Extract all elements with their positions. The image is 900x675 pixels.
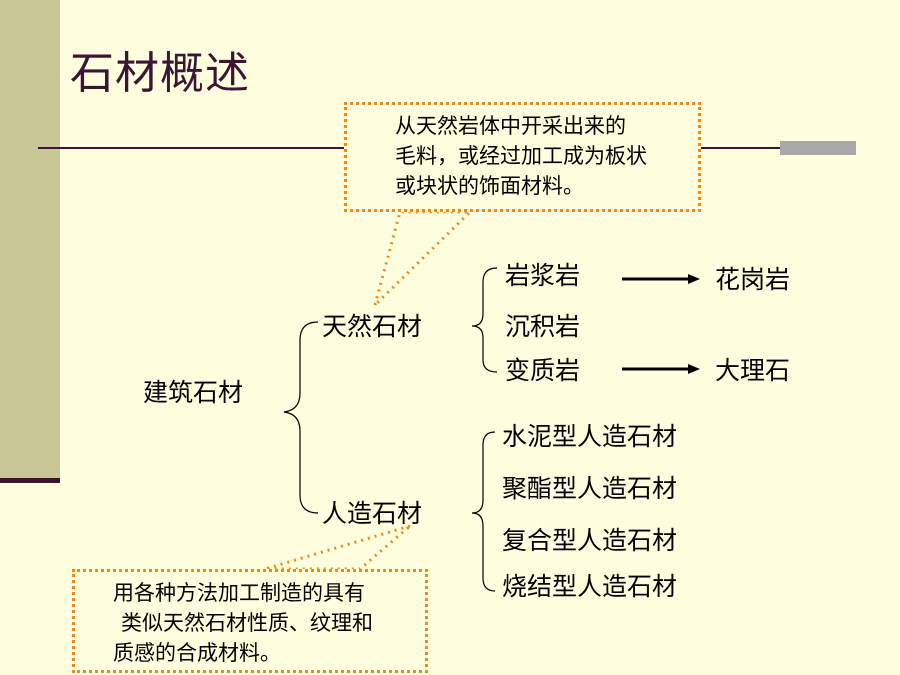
natural-brace (471, 267, 498, 373)
artificial-type-sintered: 烧结型人造石材 (502, 572, 678, 601)
artificial-type-cement: 水泥型人造石材 (502, 422, 678, 451)
rock-type-metamorphic: 变质岩 (505, 356, 581, 385)
artificial-brace (471, 431, 496, 592)
rock-type-sedimentary: 沉积岩 (505, 312, 581, 341)
rock-type-igneous: 岩浆岩 (505, 261, 581, 290)
callout-top-pointer (372, 210, 474, 310)
note-line: 质感的合成材料。 (113, 641, 281, 665)
example-granite: 花岗岩 (715, 265, 791, 294)
arrow-head-2 (688, 364, 700, 374)
arrow-head-1 (688, 274, 700, 284)
note-line: 或块状的饰面材料。 (395, 174, 584, 198)
note-line: 类似天然石材性质、纹理和 (121, 611, 373, 635)
natural-stone-node: 天然石材 (322, 312, 423, 341)
note-line: 毛料，或经过加工成为板状 (395, 144, 647, 168)
example-marble: 大理石 (715, 356, 791, 385)
root-node: 建筑石材 (143, 378, 244, 407)
sidebar-band (0, 0, 60, 478)
artificial-type-composite: 复合型人造石材 (502, 526, 678, 555)
artificial-stone-node: 人造石材 (322, 499, 423, 528)
main-brace (283, 321, 319, 514)
sidebar-accent (0, 478, 60, 483)
note-line: 用各种方法加工制造的具有 (113, 581, 365, 605)
natural-stone-note: 从天然岩体中开采出来的 毛料，或经过加工成为板状 或块状的饰面材料。 (344, 102, 701, 212)
note-line: 从天然岩体中开采出来的 (395, 114, 626, 138)
title-rule-accent (780, 141, 856, 155)
page-title: 石材概述 (70, 48, 250, 99)
callout-bottom-pointer (264, 524, 411, 571)
artificial-type-polyester: 聚酯型人造石材 (502, 474, 678, 503)
artificial-stone-note: 用各种方法加工制造的具有 类似天然石材性质、纹理和 质感的合成材料。 (72, 569, 428, 673)
